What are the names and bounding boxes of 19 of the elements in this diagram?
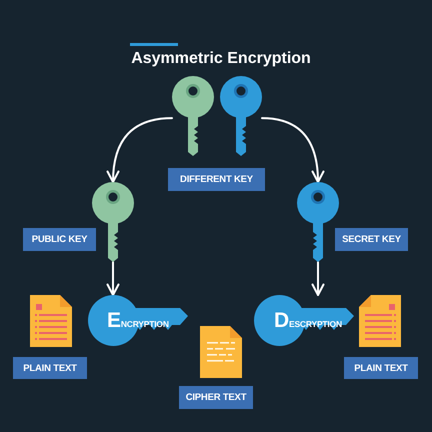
key-caption: PUBLIC KEY <box>23 228 96 251</box>
document-icon <box>200 326 242 378</box>
keys-icon <box>172 76 262 157</box>
key-icon <box>297 182 339 262</box>
key-label: ENCRYPTION <box>107 310 169 331</box>
key-caption: SECRET KEY <box>335 228 408 251</box>
title: Asymmetric Encryption <box>131 51 311 67</box>
document-caption: PLAIN TEXT <box>13 357 87 379</box>
arrow <box>106 117 173 183</box>
document-icon <box>359 295 401 347</box>
document-caption: CIPHER TEXT <box>179 386 253 409</box>
arrow <box>261 117 324 183</box>
key-caption: DIFFERENT KEY <box>168 168 265 191</box>
arrow <box>312 261 324 296</box>
document-caption: PLAIN TEXT <box>344 357 418 379</box>
key-label: DESCRYPTION <box>274 310 342 331</box>
key-icon <box>92 182 134 262</box>
arrow <box>106 261 120 296</box>
document-icon <box>30 295 72 347</box>
